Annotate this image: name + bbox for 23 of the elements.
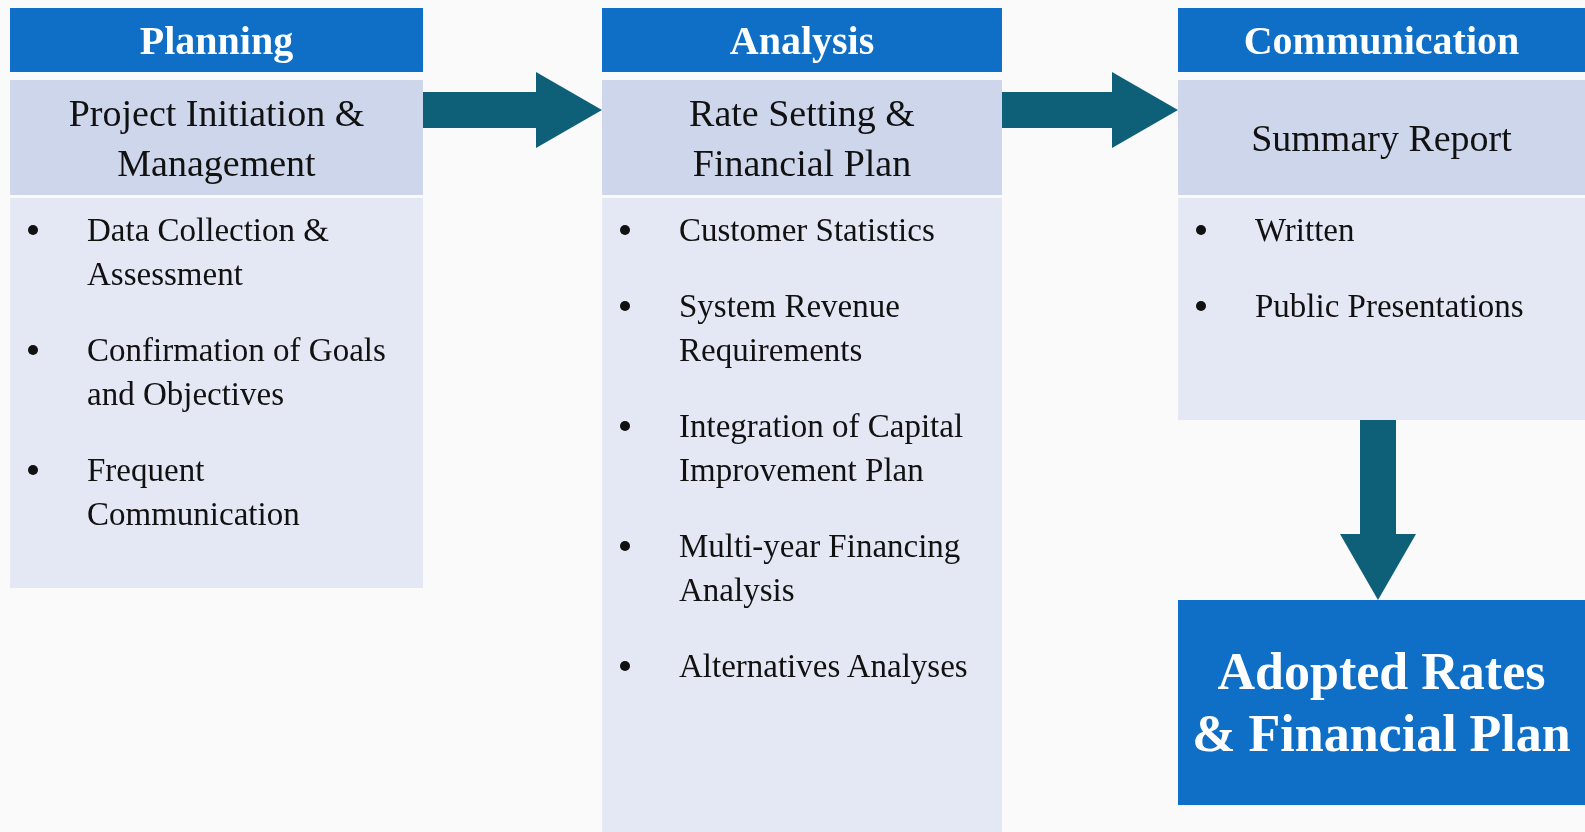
bullet-item: Confirmation of Goals and Objectives: [10, 328, 415, 416]
result-box: Adopted Rates & Financial Plan: [1178, 600, 1585, 805]
bullet-item: Multi-year Financing Analysis: [602, 524, 994, 612]
bullet-item: System Revenue Requirements: [602, 284, 994, 372]
block-arrow: [1340, 420, 1416, 600]
bullet-item: Alternatives Analyses: [602, 644, 994, 688]
bullet-item: Customer Statistics: [602, 208, 994, 252]
stage-heading: Summary Report: [1178, 80, 1585, 195]
block-arrow: [1002, 72, 1178, 148]
bullet-item: Integration of Capital Improvement Plan: [602, 404, 994, 492]
phase-header: Communication: [1178, 8, 1585, 72]
bullet-item: Frequent Communication: [10, 448, 415, 536]
block-arrow: [423, 72, 602, 148]
phase-header: Analysis: [602, 8, 1002, 72]
phase-header: Planning: [10, 8, 423, 72]
stage-heading: Project Initiation & Management: [10, 80, 423, 195]
bullet-item: Data Collection & Assessment: [10, 208, 415, 296]
bullet-item: Public Presentations: [1178, 284, 1577, 328]
bullet-list-panel: [10, 198, 423, 588]
bullet-item: Written: [1178, 208, 1577, 252]
bullet-list-panel: [602, 198, 1002, 832]
bullet-list-panel: [1178, 198, 1585, 420]
stage-heading: Rate Setting & Financial Plan: [602, 80, 1002, 195]
